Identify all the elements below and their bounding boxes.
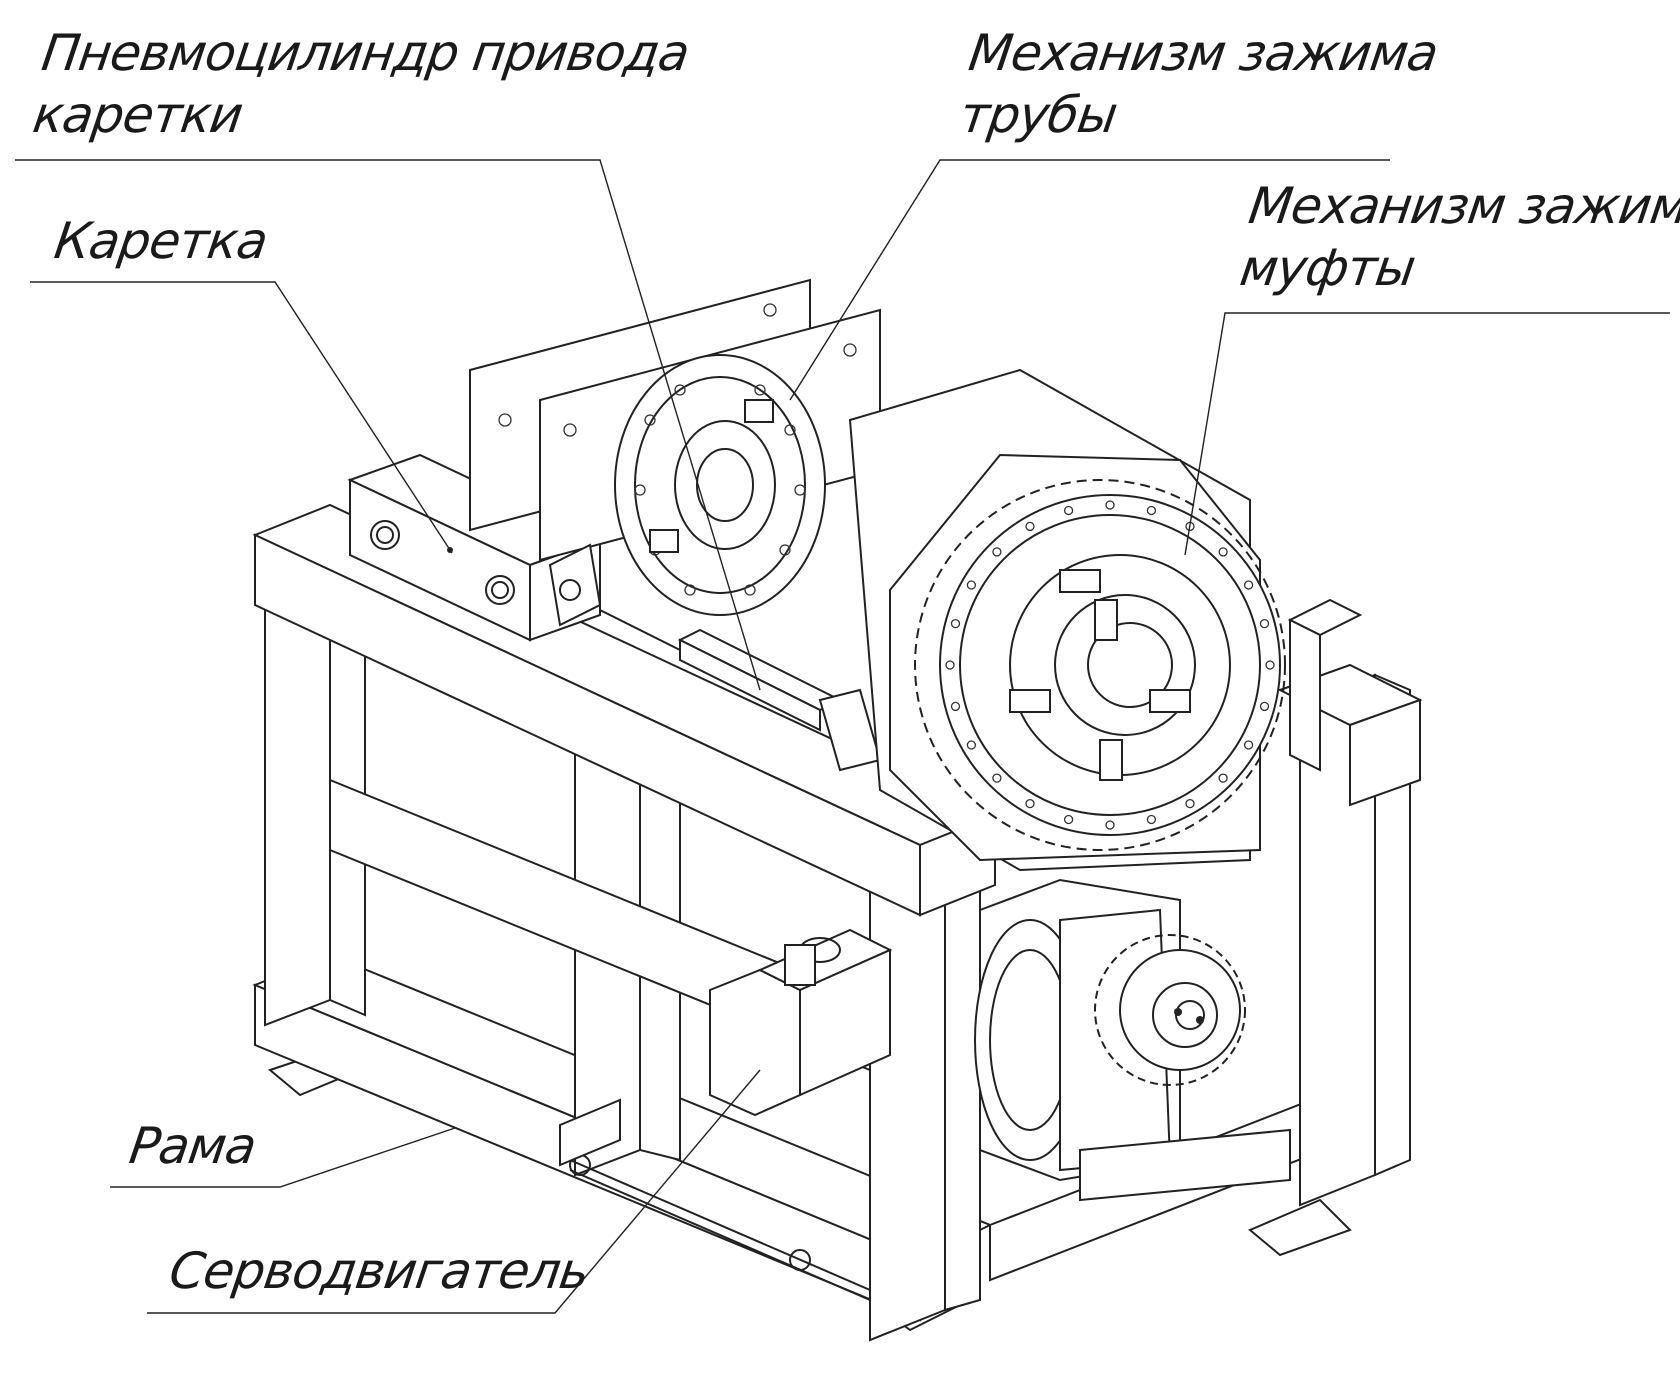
bolt-hole xyxy=(1063,814,1074,825)
label-servo-motor: Серводвигатель xyxy=(166,1240,593,1302)
label-pipe-clamp: Механизм зажима трубы xyxy=(956,22,1442,146)
bolt-hole xyxy=(945,660,955,670)
label-coupling-clamp: Механизм зажима муфты xyxy=(1236,175,1680,299)
bolt-hole xyxy=(992,547,1002,557)
bolt-hole xyxy=(1218,773,1228,783)
bolt-hole xyxy=(1063,505,1074,516)
bolt-hole xyxy=(1218,547,1228,557)
label-coupling-clamp-line1: Механизм зажима xyxy=(1245,177,1680,235)
label-carriage-line1: Каретка xyxy=(50,212,271,270)
pneumatic-cylinder xyxy=(548,543,882,772)
bolt-hole xyxy=(1265,660,1275,670)
bolt-hole xyxy=(1025,798,1035,809)
label-frame-line1: Рама xyxy=(125,1117,260,1175)
bolt-hole xyxy=(1243,740,1254,750)
coupling-clamp-mechanism xyxy=(914,479,1286,851)
pipe-clamp-mechanism xyxy=(614,354,826,616)
bolt-hole xyxy=(1105,500,1115,510)
bolt-hole xyxy=(966,580,977,590)
bolt-hole xyxy=(1146,505,1157,516)
bolt-hole xyxy=(966,740,977,750)
leader-lines xyxy=(15,159,1670,1314)
side-bracket xyxy=(1287,598,1363,772)
label-servo-motor-line1: Серводвигатель xyxy=(165,1242,593,1300)
label-pipe-clamp-line1: Механизм зажима xyxy=(965,24,1442,82)
label-pipe-clamp-line2: трубы xyxy=(956,86,1121,144)
tension-rod xyxy=(559,1098,871,1301)
bolt-hole xyxy=(950,618,961,629)
gearbox xyxy=(974,878,1291,1202)
label-frame: Рама xyxy=(126,1115,260,1177)
servo-motor xyxy=(709,928,893,1117)
label-pneumatic-cylinder-line2: каретки xyxy=(29,86,246,144)
label-coupling-clamp-line2: муфты xyxy=(1236,239,1419,297)
label-pneumatic-cylinder: Пневмоцилиндр привода каретки xyxy=(29,22,693,146)
bolt-hole xyxy=(1243,580,1254,590)
bolt-hole xyxy=(1105,820,1115,830)
bolt-hole xyxy=(1146,814,1157,825)
bolt-hole xyxy=(1259,618,1270,629)
bolt-hole xyxy=(992,773,1002,783)
bolt-hole xyxy=(1025,521,1035,532)
label-pneumatic-cylinder-line1: Пневмоцилиндр привода xyxy=(38,24,693,82)
bolt-hole xyxy=(950,701,961,712)
bolt-hole xyxy=(1259,701,1270,712)
bolt-hole xyxy=(1185,798,1195,809)
label-carriage: Каретка xyxy=(51,210,271,272)
